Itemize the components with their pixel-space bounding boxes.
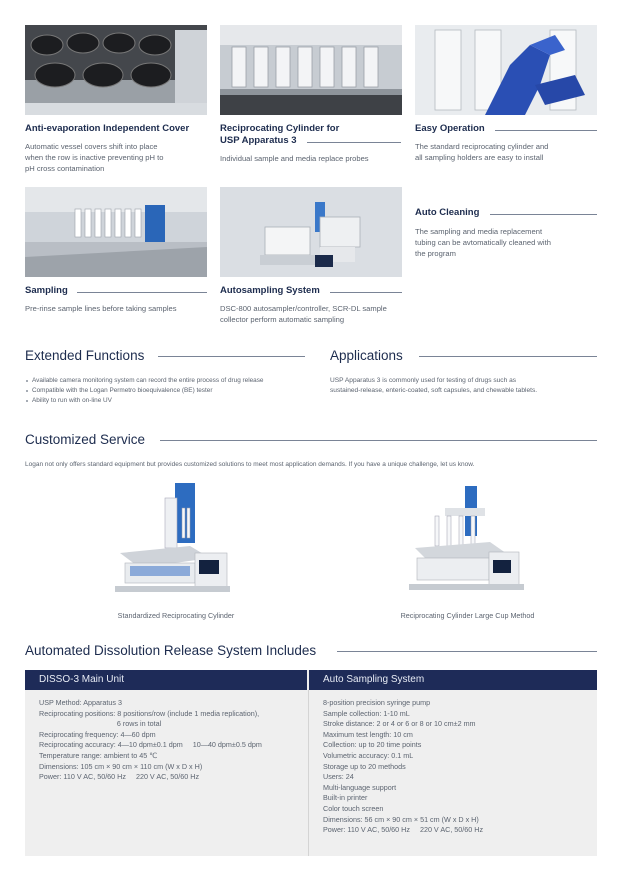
list-item: Ability to run with on-line UV (25, 396, 263, 406)
spec-line: Users: 24 (323, 772, 354, 782)
section-title-customized-service: Customized Service (25, 432, 146, 447)
feature-text-reciprocating-cylinder: Individual sample and media replace prob… (220, 154, 369, 163)
main-unit-specs: USP Method: Apparatus 3 Reciprocating po… (39, 698, 262, 783)
spec-line: Maximum test length: 10 cm (323, 729, 413, 739)
feature-text-autosampling-system: DSC-800 autosampler/controller, SCR-DL s… (220, 304, 387, 324)
spec-line: Collection: up to 20 time points (323, 740, 422, 750)
spec-line: Dimensions: 105 cm × 90 cm × 110 cm (W x… (39, 761, 203, 771)
auto-sampling-header: Auto Sampling System (309, 670, 597, 690)
column-divider (308, 690, 309, 856)
photo-sampling (25, 187, 207, 277)
spec-line: Stroke distance: 2 or 4 or 6 or 8 or 10 … (323, 719, 476, 729)
spec-line: Power: 110 V AC, 50/60 Hz 220 V AC, 50/6… (323, 825, 484, 835)
spec-line: Dimensions: 56 cm × 90 cm × 51 cm (W x D… (323, 814, 479, 824)
spec-line: Temperature range: ambient to 45 ℃ (39, 750, 158, 760)
list-item: Compatible with the Logan Permetro bioeq… (25, 386, 263, 396)
caption-large-cup-method: Reciprocating Cylinder Large Cup Method (400, 611, 535, 620)
spec-line: Reciprocating accuracy: 4—10 dpm±0.1 dpm… (39, 740, 262, 750)
photo-reciprocating-cylinder (220, 25, 402, 115)
caption-standardized-cylinder: Standardized Reciprocating Cylinder (117, 611, 235, 620)
section-title-system-includes: Automated Dissolution Release System Inc… (25, 643, 317, 658)
feature-divider (77, 292, 207, 293)
section-divider (160, 440, 597, 441)
feature-divider (330, 292, 402, 293)
spec-line: Power: 110 V AC, 50/60 Hz 220 V AC, 50/6… (39, 772, 200, 782)
feature-text-anti-evaporation: Automatic vessel covers shift into place… (25, 142, 164, 173)
extended-functions-list: Available camera monitoring system can r… (25, 376, 263, 406)
spec-line: Storage up to 20 methods (323, 761, 406, 771)
section-divider (337, 651, 597, 652)
photo-easy-operation (415, 25, 597, 115)
photo-vessel-covers (25, 25, 207, 115)
feature-title-reciprocating-cylinder: Reciprocating Cylinder for USP Apparatus… (220, 123, 340, 146)
specifications-table: DISSO-3 Main Unit Auto Sampling System U… (25, 670, 597, 856)
section-divider (419, 356, 597, 357)
main-unit-header: DISSO-3 Main Unit (25, 670, 307, 690)
list-item: Available camera monitoring system can r… (25, 376, 263, 386)
spec-line: 6 rows in total (39, 719, 162, 729)
feature-text-auto-cleaning: The sampling and media replacement tubin… (415, 227, 551, 258)
auto-sampling-specs: 8-position precision syringe pump Sample… (323, 698, 483, 836)
feature-title-anti-evaporation: Anti-evaporation Independent Cover (25, 123, 190, 134)
spec-line: Multi-language support (323, 782, 397, 792)
section-divider (158, 356, 305, 357)
feature-title-easy-operation: Easy Operation (415, 123, 485, 134)
section-title-applications: Applications (330, 348, 403, 363)
photo-autosampling-system (220, 187, 402, 277)
section-title-extended-functions: Extended Functions (25, 348, 145, 363)
feature-text-easy-operation: The standard reciprocating cylinder and … (415, 142, 549, 162)
feature-divider (495, 130, 597, 131)
spec-line: USP Method: Apparatus 3 (39, 698, 122, 707)
photo-large-cup-method (405, 478, 530, 603)
feature-title-sampling: Sampling (25, 285, 68, 296)
customized-service-text: Logan not only offers standard equipment… (25, 461, 475, 468)
spec-line: 8-position precision syringe pump (323, 698, 431, 707)
feature-text-sampling: Pre-rinse sample lines before taking sam… (25, 304, 177, 313)
feature-divider (490, 214, 597, 215)
spec-line: Color touch screen (323, 803, 384, 813)
feature-title-auto-cleaning: Auto Cleaning (415, 207, 480, 218)
spec-line: Sample collection: 1-10 mL (323, 708, 410, 718)
feature-divider (307, 142, 401, 143)
applications-text: USP Apparatus 3 is commonly used for tes… (330, 377, 538, 394)
spec-line: Reciprocating frequency: 4—60 dpm (39, 729, 156, 739)
spec-line: Volumetric accuracy: 0.1 mL (323, 750, 414, 760)
spec-line: Reciprocating positions: 8 positions/row… (39, 708, 260, 718)
photo-standardized-cylinder (110, 478, 240, 603)
spec-line: Built-in printer (323, 793, 368, 803)
feature-title-autosampling-system: Autosampling System (220, 285, 320, 296)
